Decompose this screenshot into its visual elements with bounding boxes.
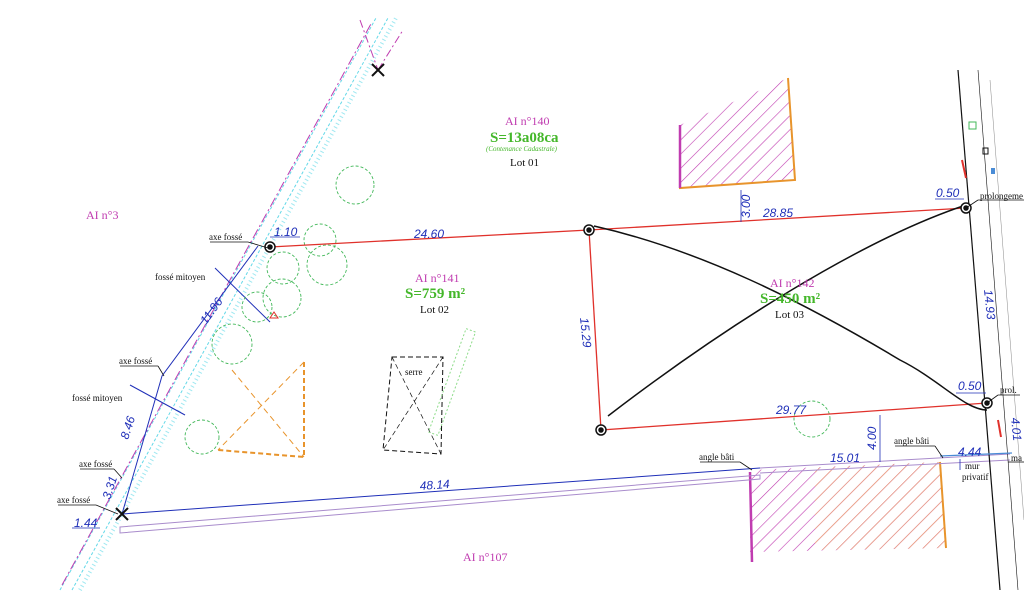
dim-0-50-top: 0.50 <box>936 186 960 200</box>
label-serre: serre <box>405 367 423 377</box>
dim-3-31: 3.31 <box>100 474 121 501</box>
lot03-diagonals <box>593 204 988 417</box>
parcel-ai140-lot: Lot 01 <box>510 157 539 169</box>
tree-cluster <box>184 165 831 455</box>
leader-lines <box>58 199 1024 515</box>
parcel-ai140-ref: AI n°140 <box>505 114 549 128</box>
dim-24-60: 24.60 <box>413 227 444 241</box>
ditch-band <box>59 17 398 591</box>
axis-line <box>359 19 379 71</box>
boundaries-red <box>269 207 988 431</box>
parcel-ai140-area: S=13a08ca <box>490 130 559 146</box>
survey-point-top <box>371 63 385 77</box>
dim-28-85: 28.85 <box>762 206 793 220</box>
survey-point-bottom <box>115 507 129 521</box>
boundary-48-14 <box>119 453 1011 534</box>
parcel-ai141-lot: Lot 02 <box>420 304 449 316</box>
label-axe-fosse-1: axe fossé <box>209 232 242 242</box>
greenhouse <box>382 356 444 455</box>
parcel-ai142-ref: AI n°142 <box>770 276 814 290</box>
dim-14-93: 14.93 <box>981 289 998 321</box>
dim-8-46: 8.46 <box>118 414 139 441</box>
dimension-guides <box>72 190 986 529</box>
building-outline-lot02 <box>217 362 305 459</box>
dim-3-00: 3.00 <box>739 194 753 218</box>
dim-48-14: 48.14 <box>419 477 450 493</box>
label-mur: mur <box>965 461 980 471</box>
label-prolongement: prolongeme <box>980 191 1023 201</box>
label-privatif: privatif <box>962 472 989 482</box>
marker-triangle <box>269 311 279 319</box>
label-axe-fosse-2: axe fossé <box>119 356 152 366</box>
dim-1-10: 1.10 <box>274 225 298 239</box>
dim-4-44: 4.44 <box>958 445 982 459</box>
dim-15-29: 15.29 <box>577 317 594 349</box>
parcel-ai3: AI n°3 <box>86 208 118 222</box>
ditch-centerline <box>121 245 259 515</box>
dim-4-01: 4.01 <box>1008 417 1024 442</box>
dim-15-01: 15.01 <box>830 451 860 465</box>
label-prol: prol. <box>1000 385 1017 395</box>
right-boundary <box>939 69 1024 591</box>
dim-11-96: 11.96 <box>197 295 226 327</box>
building-lot01 <box>678 77 797 190</box>
building-bottom <box>748 461 947 563</box>
dim-0-50-bottom: 0.50 <box>958 379 982 393</box>
dim-4-00: 4.00 <box>865 426 879 450</box>
parcel-ai142-lot: Lot 03 <box>775 309 805 321</box>
dim-29-77: 29.77 <box>775 403 807 417</box>
label-angle-bati-2: angle bâti <box>894 436 930 446</box>
dim-1-44: 1.44 <box>74 516 98 530</box>
label-fosse-mitoyen-2: fossé mitoyen <box>72 393 123 403</box>
parcel-ai142-area: S=450 m² <box>760 291 821 307</box>
label-fosse-mitoyen-1: fossé mitoyen <box>155 272 206 282</box>
parcel-ai107: AI n°107 <box>463 550 507 564</box>
parcel-ai140-note: (Contenance Cadastrale) <box>486 145 558 153</box>
green-strip <box>427 327 477 437</box>
label-angle-bati-1: angle bâti <box>699 452 735 462</box>
label-axe-fosse-4: axe fossé <box>57 495 90 505</box>
parcel-ai141-ref: AI n°141 <box>415 271 459 285</box>
label-axe-fosse-3: axe fossé <box>79 459 112 469</box>
parcel-ai141-area: S=759 m² <box>405 286 466 302</box>
label-ma: ma <box>1011 453 1022 463</box>
